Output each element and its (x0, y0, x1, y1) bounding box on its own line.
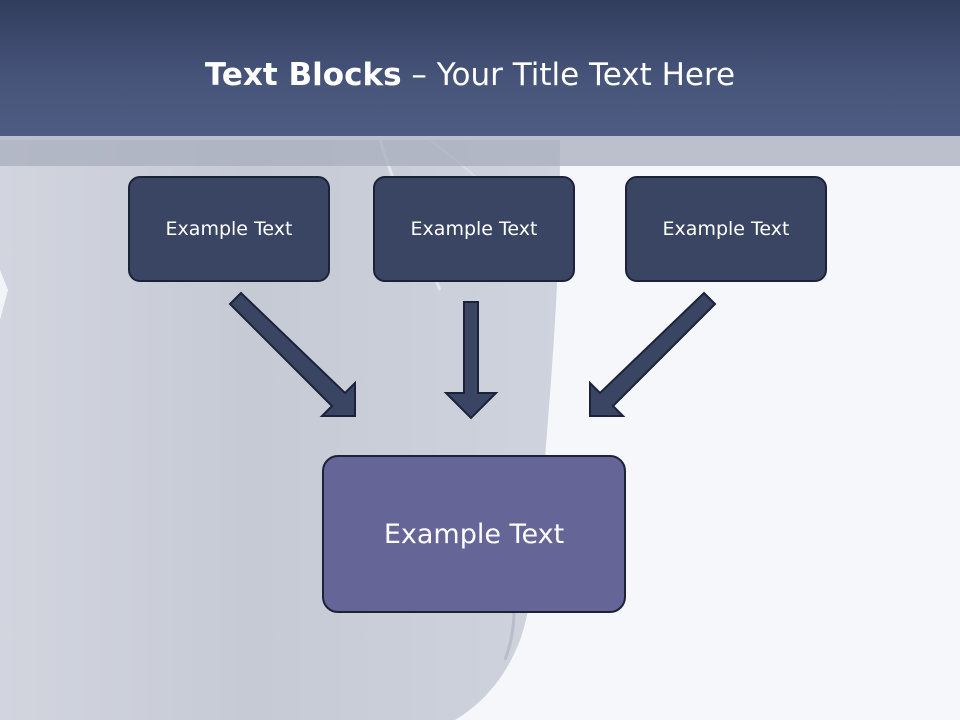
bottom-box: Example Text (322, 455, 626, 613)
title-bold-part: Text Blocks (204, 57, 402, 93)
arrow-center-down (443, 301, 499, 420)
arrow-right-diagonal (589, 291, 717, 417)
arrow-left-diagonal (228, 291, 356, 417)
header-subband (0, 136, 960, 166)
header-band (0, 0, 960, 136)
slide-title: Text Blocks – Your Title Text Here (0, 52, 940, 98)
top-box-center: Example Text (373, 176, 575, 282)
top-box-right: Example Text (625, 176, 827, 282)
title-rest-part: – Your Title Text Here (401, 57, 736, 93)
top-box-left: Example Text (128, 176, 330, 282)
